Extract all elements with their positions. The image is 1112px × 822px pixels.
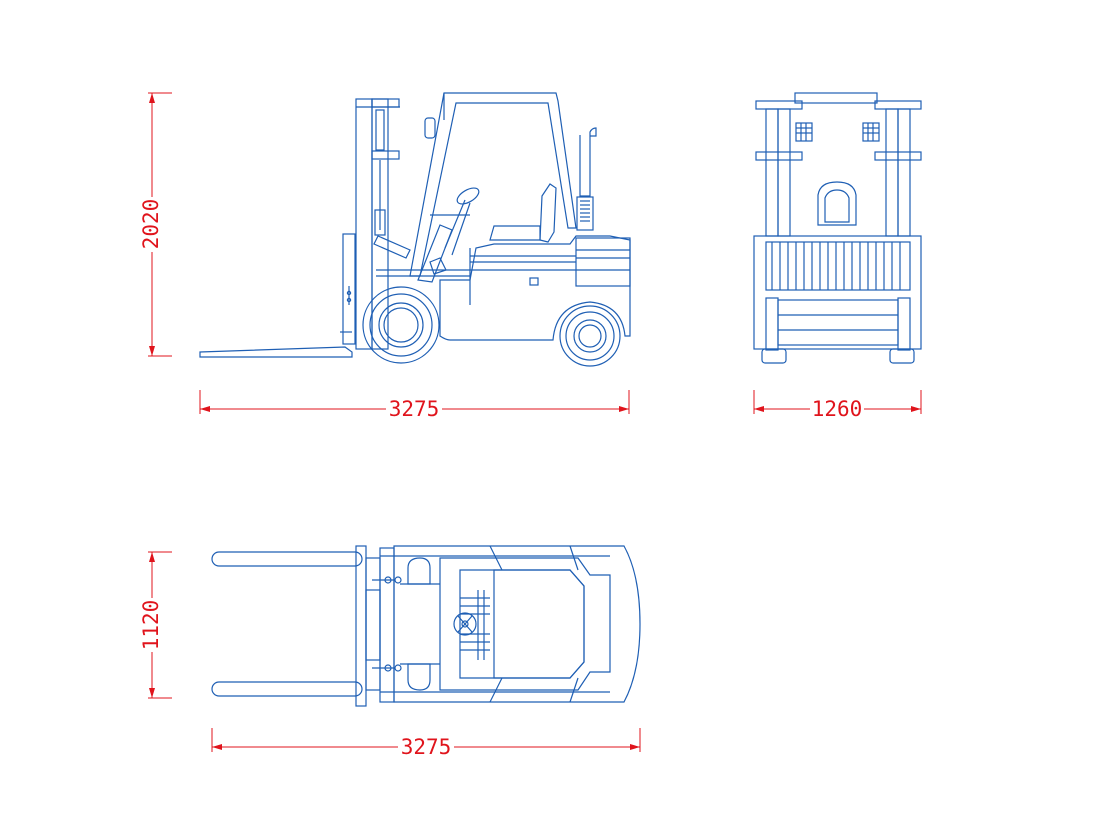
top-fork-lower — [211, 681, 363, 697]
side-counterweight — [575, 237, 631, 287]
front-fork-left — [765, 297, 779, 351]
front-wheel-left — [761, 348, 787, 364]
front-headlight-right — [862, 122, 880, 142]
top-wheel-lower — [407, 663, 431, 691]
front-fork-right — [897, 297, 911, 351]
top-body — [393, 545, 641, 703]
front-seat — [817, 181, 857, 226]
dimension-lines — [148, 92, 922, 752]
side-rear-wheel — [559, 305, 621, 367]
top-overhead-guard — [439, 557, 611, 691]
side-carriage — [342, 233, 356, 345]
side-exhaust — [579, 127, 597, 197]
dimension-front-width: 1260 — [812, 397, 863, 421]
forklift-top-view — [211, 545, 641, 707]
top-wheel-upper — [407, 557, 431, 585]
front-mast-right — [885, 108, 899, 237]
top-steering-wheel — [453, 612, 477, 636]
dimension-side-height: 2020 — [139, 199, 163, 250]
side-mast-outer — [355, 98, 373, 350]
dimension-top-length: 3275 — [401, 735, 452, 759]
side-front-wheel — [362, 286, 440, 364]
front-headlight-left — [795, 122, 813, 142]
dimension-top-width: 1120 — [139, 600, 163, 651]
top-fork-upper — [211, 551, 363, 567]
side-lift-cylinder — [375, 109, 385, 151]
side-air-filter — [576, 196, 594, 231]
side-fork — [199, 346, 353, 358]
dimension-side-length: 3275 — [389, 397, 440, 421]
front-mast-left — [765, 108, 779, 237]
front-wheel-right — [889, 348, 915, 364]
side-seat — [489, 225, 541, 241]
side-body — [439, 235, 631, 341]
side-steering-wheel — [456, 187, 480, 205]
forklift-side-view — [199, 92, 631, 367]
forklift-front-view — [753, 92, 922, 364]
front-body — [753, 235, 922, 350]
front-overhead-guard-top — [794, 92, 878, 104]
side-mirror — [424, 117, 436, 139]
